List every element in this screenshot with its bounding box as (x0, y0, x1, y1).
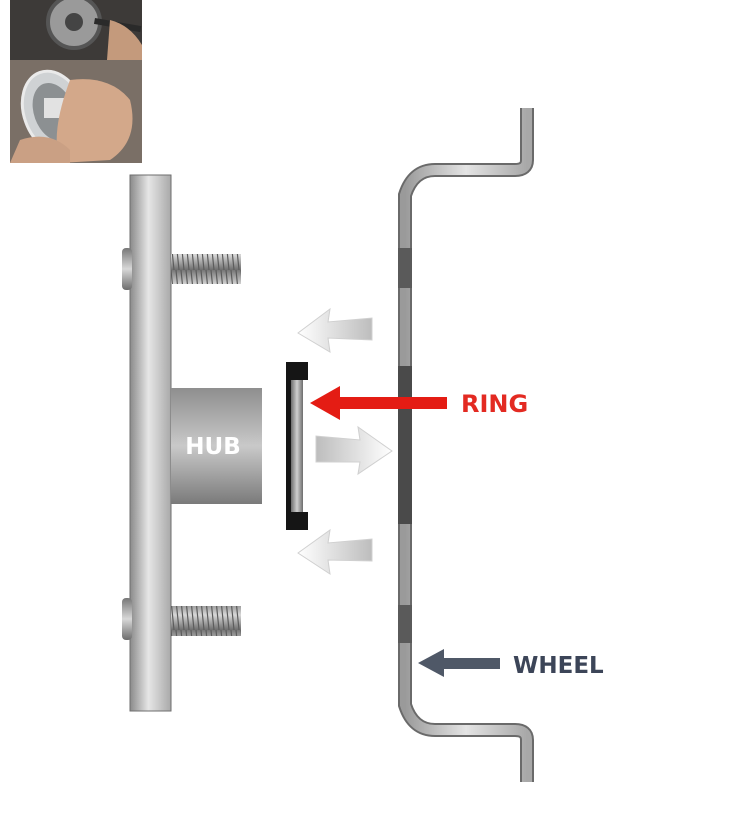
wheel-cross-section (398, 108, 534, 782)
photo-inset-icon (10, 0, 142, 163)
ring-label: RING (461, 390, 528, 418)
hub-label: HUB (185, 434, 240, 460)
hub-flange (129, 174, 172, 712)
hub-centric-ring (286, 362, 308, 530)
ghost-arrow-upper-left-icon (297, 307, 373, 353)
wheel-label: WHEEL (513, 653, 604, 679)
lower-wheel-stud (122, 598, 241, 640)
hub-cylinder: HUB (171, 388, 262, 504)
upper-wheel-stud (122, 248, 241, 290)
ghost-arrow-lower-left-icon (297, 528, 373, 576)
wheel-pointer-arrow-icon (418, 649, 500, 677)
ring-pointer-arrow-icon (310, 386, 447, 420)
ghost-arrow-middle-right-icon (315, 425, 393, 476)
